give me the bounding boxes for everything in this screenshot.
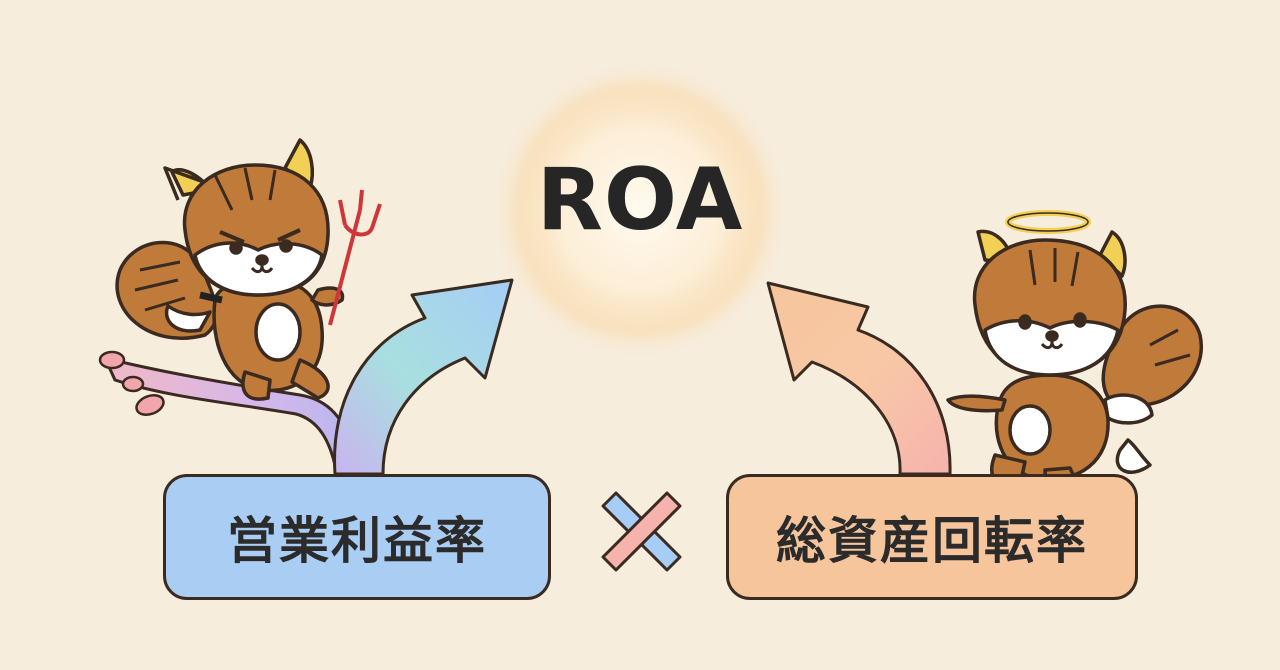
roa-title: ROA — [536, 150, 744, 250]
devil-squirrel-icon — [115, 138, 382, 401]
angel-squirrel-icon — [946, 210, 1204, 496]
multiply-icon — [601, 491, 682, 572]
operating-profit-margin-label: 営業利益率 — [227, 512, 487, 570]
arrow-left-up — [333, 278, 514, 476]
total-asset-turnover-box: 総資産回転率 — [726, 474, 1138, 600]
title-glow — [490, 60, 790, 360]
arrow-right-up — [766, 281, 952, 476]
total-asset-turnover-label: 総資産回転率 — [776, 512, 1088, 570]
operating-profit-margin-box: 営業利益率 — [163, 474, 551, 600]
